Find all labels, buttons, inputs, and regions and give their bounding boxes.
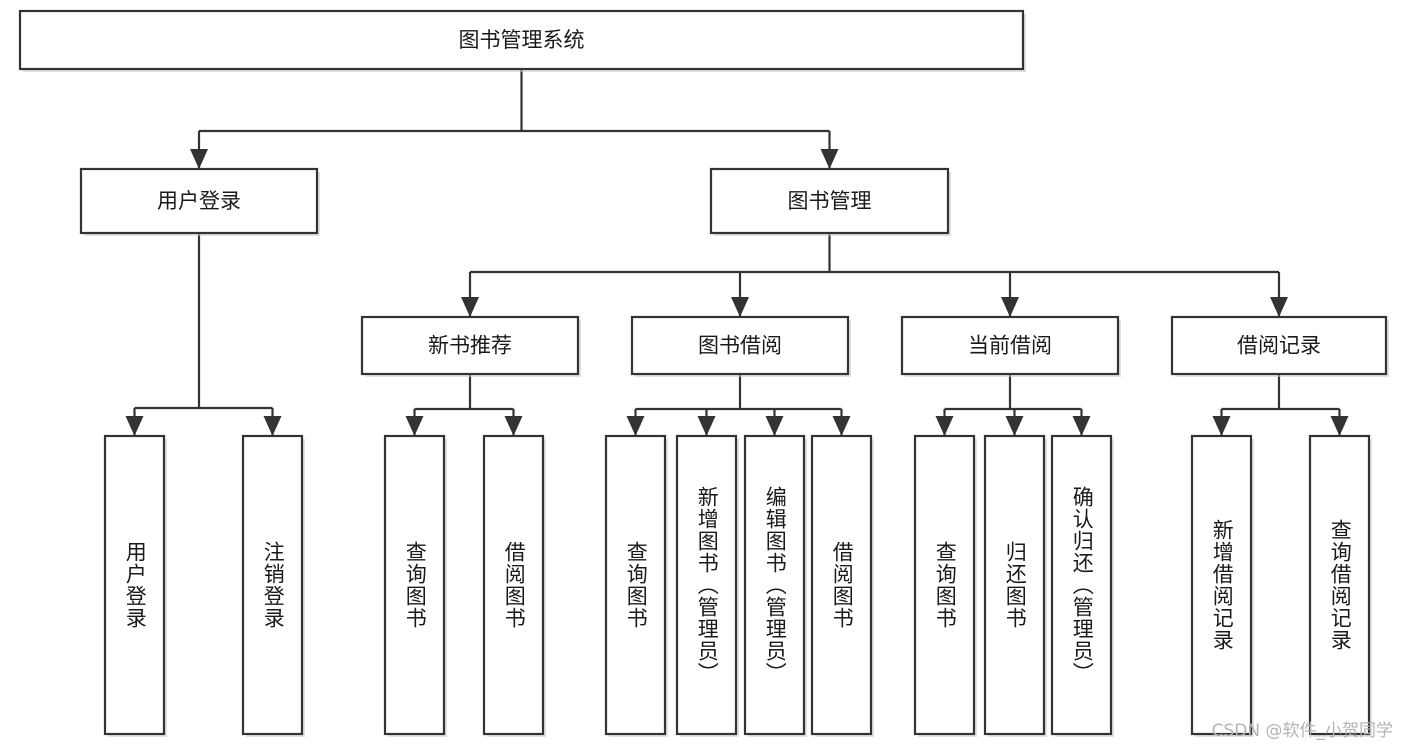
- node-box: [810, 434, 873, 736]
- node-box: [900, 315, 1120, 376]
- node-borrow-record: 借阅记录: [1170, 315, 1389, 377]
- node-label: 当前借阅: [968, 334, 1052, 358]
- arrow-head-icon: [832, 416, 851, 436]
- node-leaf-query-record: [1308, 434, 1372, 737]
- node-root: 图书管理系统: [18, 9, 1026, 72]
- node-new-book-rec: 新书推荐: [360, 315, 581, 377]
- arrow-head-icon: [405, 416, 424, 436]
- node-box: [630, 315, 850, 376]
- node-label: 用户登录: [157, 189, 241, 213]
- arrow-head-icon: [765, 416, 784, 436]
- node-box: [675, 434, 738, 736]
- node-leaf-borrow-book-1: [482, 434, 546, 737]
- node-box: [743, 434, 806, 736]
- node-box: [709, 167, 950, 235]
- node-label: 新书推荐: [428, 334, 512, 358]
- node-box: [1190, 434, 1253, 736]
- node-leaf-edit-book: [743, 434, 807, 737]
- arrow-head-icon: [190, 149, 208, 169]
- edges-layer: [125, 69, 1349, 436]
- node-leaf-return-book: [983, 434, 1047, 737]
- node-box: [482, 434, 545, 736]
- node-label: 图书管理: [788, 189, 872, 213]
- arrow-head-icon: [1001, 297, 1019, 317]
- arrow-head-icon: [626, 416, 645, 436]
- node-book-borrow: 图书借阅: [630, 315, 851, 377]
- arrow-head-icon: [1212, 416, 1231, 436]
- node-leaf-add-record: [1190, 434, 1254, 737]
- node-box: [1308, 434, 1371, 736]
- node-leaf-logout: [241, 434, 305, 737]
- node-leaf-query-book-2: [604, 434, 668, 737]
- node-box: [360, 315, 580, 376]
- node-leaf-confirm-return: [1050, 434, 1114, 737]
- arrow-head-icon: [263, 416, 282, 436]
- csdn-watermark: CSDN @软件_小贺同学: [1211, 721, 1393, 741]
- arrow-head-icon: [461, 297, 479, 317]
- node-leaf-add-book: [675, 434, 739, 737]
- node-leaf-borrow-book-2: [810, 434, 874, 737]
- node-leaf-user-login: [103, 434, 167, 737]
- arrow-head-icon: [125, 416, 144, 436]
- arrow-head-icon: [1072, 416, 1091, 436]
- node-box: [103, 434, 166, 736]
- node-box: [1170, 315, 1388, 376]
- arrow-head-icon: [504, 416, 523, 436]
- node-user-login: 用户登录: [79, 167, 320, 236]
- node-box: [383, 434, 446, 736]
- node-leaf-query-book-1: [383, 434, 447, 737]
- node-box: [241, 434, 304, 736]
- node-label: 图书管理系统: [459, 28, 585, 52]
- node-box: [913, 434, 976, 736]
- arrow-head-icon: [1330, 416, 1349, 436]
- arrow-head-icon: [935, 416, 954, 436]
- node-box: [983, 434, 1046, 736]
- node-box: [604, 434, 667, 736]
- node-current-borrow: 当前借阅: [900, 315, 1121, 377]
- node-box: [1050, 434, 1113, 736]
- node-book-manage: 图书管理: [709, 167, 951, 236]
- node-leaf-query-book-3: [913, 434, 977, 737]
- arrow-head-icon: [820, 149, 839, 169]
- arrow-head-icon: [1005, 416, 1024, 436]
- arrow-head-icon: [731, 297, 749, 317]
- arrow-head-icon: [697, 416, 716, 436]
- node-box: [79, 167, 319, 235]
- node-label: 图书借阅: [698, 334, 782, 358]
- node-box: [18, 9, 1025, 71]
- node-label: 借阅记录: [1237, 334, 1321, 358]
- arrow-head-icon: [1270, 297, 1288, 317]
